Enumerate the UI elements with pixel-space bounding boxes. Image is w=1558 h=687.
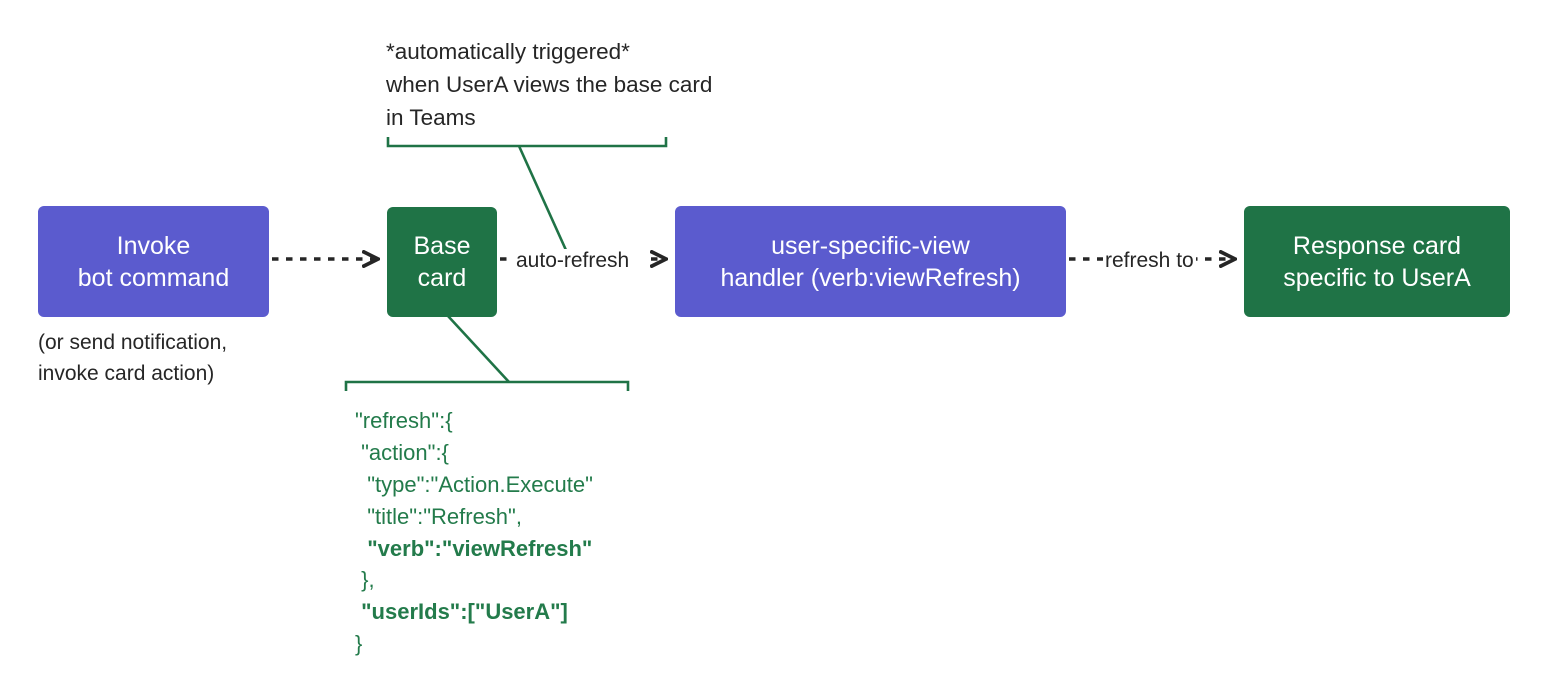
caption-alternate-trigger-note: (or send notification, invoke card actio… [38, 331, 228, 386]
json-line: } [355, 631, 363, 657]
node-invoke-bot-command[interactable]: Invoke bot command [38, 206, 269, 317]
json-line: "verb":"viewRefresh" [355, 535, 593, 561]
node-base-card[interactable]: Base card [387, 207, 497, 317]
edge-label-refresh-to: refresh to [1103, 249, 1196, 273]
node-user-specific-view-handler[interactable]: user-specific-view handler (verb:viewRef… [675, 206, 1066, 317]
node-base-card-label: Base card [413, 232, 471, 292]
edge-label-auto-refresh: auto-refresh [514, 249, 632, 273]
json-line: "title":"Refresh", [355, 503, 522, 529]
json-line: "userIds":["UserA"] [355, 599, 568, 625]
node-user-specific-view-handler-label: user-specific-view handler (verb:viewRef… [720, 231, 1021, 292]
json-bracket-lower [344, 315, 630, 391]
refresh-json-snippet: "refresh":{ "action":{ "type":"Action.Ex… [355, 405, 593, 660]
node-response-card[interactable]: Response card specific to UserA [1244, 206, 1510, 317]
node-response-card-label: Response card specific to UserA [1283, 231, 1471, 292]
json-line: "refresh":{ [355, 408, 453, 433]
caption-auto-trigger-note: *automatically triggered* when UserA vie… [386, 39, 713, 131]
json-line: "action":{ [355, 439, 449, 465]
json-line: "type":"Action.Execute" [355, 471, 593, 497]
json-line: }, [355, 567, 375, 593]
node-invoke-bot-command-label: Invoke bot command [77, 231, 230, 292]
